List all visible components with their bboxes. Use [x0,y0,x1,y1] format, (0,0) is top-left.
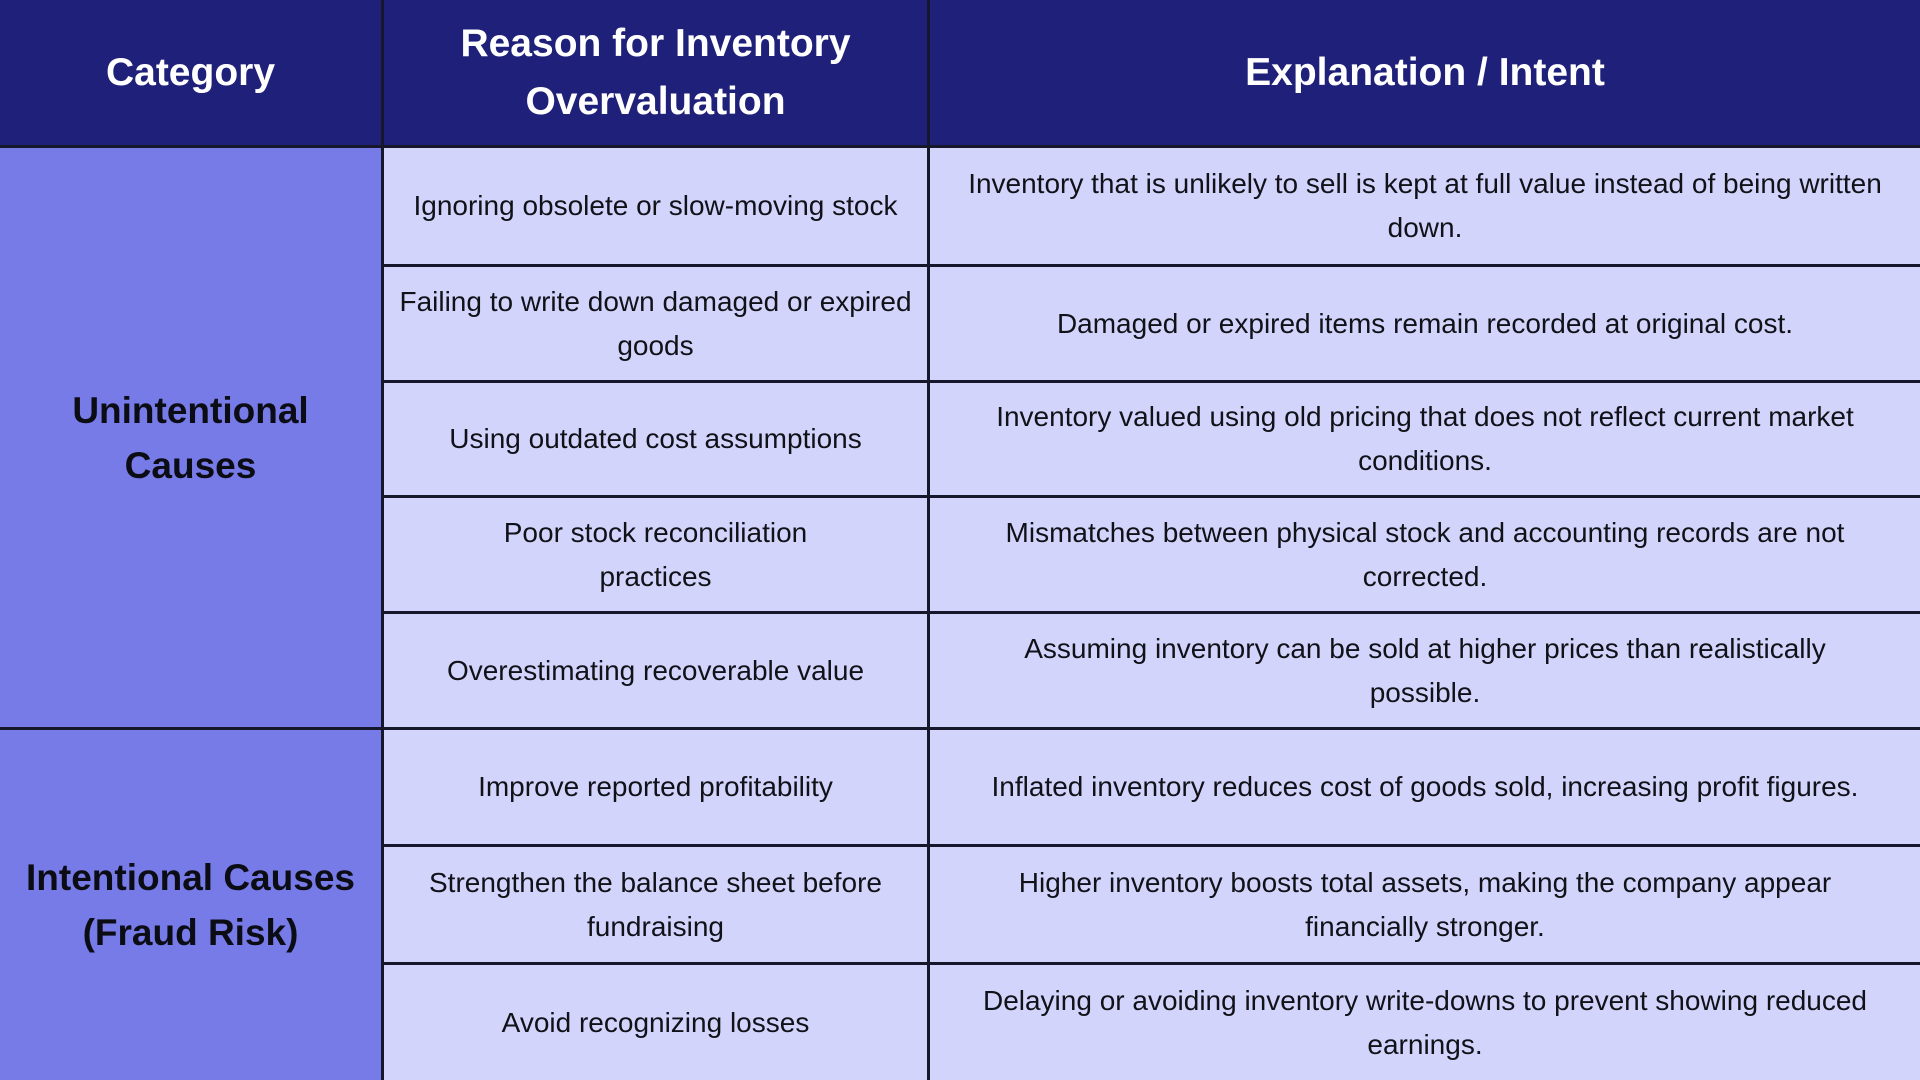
explanation-cell: Damaged or expired items remain recorded… [930,267,1920,383]
reason-text: Poor stock reconciliation practices [503,516,808,592]
reason-cell: Poor stock reconciliation practices [384,498,930,614]
category-unintentional: Unintentional Causes [0,148,384,730]
explanation-cell: Mismatches between physical stock and ac… [930,498,1920,614]
category-intentional: Intentional Causes (Fraud Risk) [0,730,384,1080]
reason-cell: Strengthen the balance sheet before fund… [384,847,930,965]
explanation-cell: Inventory valued using old pricing that … [930,383,1920,498]
explanation-cell: Higher inventory boosts total assets, ma… [930,847,1920,965]
explanation-text: Inflated inventory reduces cost of goods… [991,771,1859,802]
header-explanation-label: Explanation / Intent [1245,50,1605,94]
header-reason: Reason for Inventory Overvaluation [384,0,930,148]
reason-text: Strengthen the balance sheet before fund… [428,866,882,942]
explanation-text: Delaying or avoiding inventory write-dow… [982,984,1868,1060]
reason-cell: Failing to write down damaged or expired… [384,267,930,383]
explanation-cell: Inventory that is unlikely to sell is ke… [930,148,1920,267]
header-category: Category [0,0,384,148]
header-category-label: Category [105,50,276,94]
reason-cell: Overestimating recoverable value [384,614,930,730]
explanation-text: Inventory valued using old pricing that … [996,401,1854,476]
header-reason-label: Reason for Inventory Overvaluation [460,21,851,123]
reason-text: Failing to write down damaged or expired… [399,285,912,361]
explanation-text: Mismatches between physical stock and ac… [1005,516,1845,592]
category-label: Unintentional Causes [72,389,309,486]
explanation-text: Inventory that is unlikely to sell is ke… [968,168,1882,243]
reason-cell: Improve reported profitability [384,730,930,847]
reason-text: Improve reported profitability [478,771,833,802]
category-label: Intentional Causes (Fraud Risk) [26,857,355,953]
header-explanation: Explanation / Intent [930,0,1920,148]
explanation-cell: Assuming inventory can be sold at higher… [930,614,1920,730]
reason-cell: Ignoring obsolete or slow-moving stock [384,148,930,267]
explanation-text: Damaged or expired items remain recorded… [1056,307,1794,339]
explanation-cell: Delaying or avoiding inventory write-dow… [930,965,1920,1080]
reason-text: Avoid recognizing losses [501,1006,810,1038]
explanation-text: Assuming inventory can be sold at higher… [1024,632,1826,708]
reason-cell: Using outdated cost assumptions [384,383,930,498]
explanation-cell: Inflated inventory reduces cost of goods… [930,730,1920,847]
reason-cell: Avoid recognizing losses [384,965,930,1080]
reason-text: Overestimating recoverable value [446,654,865,686]
explanation-text: Higher inventory boosts total assets, ma… [1018,866,1832,942]
reason-text: Using outdated cost assumptions [449,423,862,454]
reason-text: Ignoring obsolete or slow-moving stock [413,190,898,221]
